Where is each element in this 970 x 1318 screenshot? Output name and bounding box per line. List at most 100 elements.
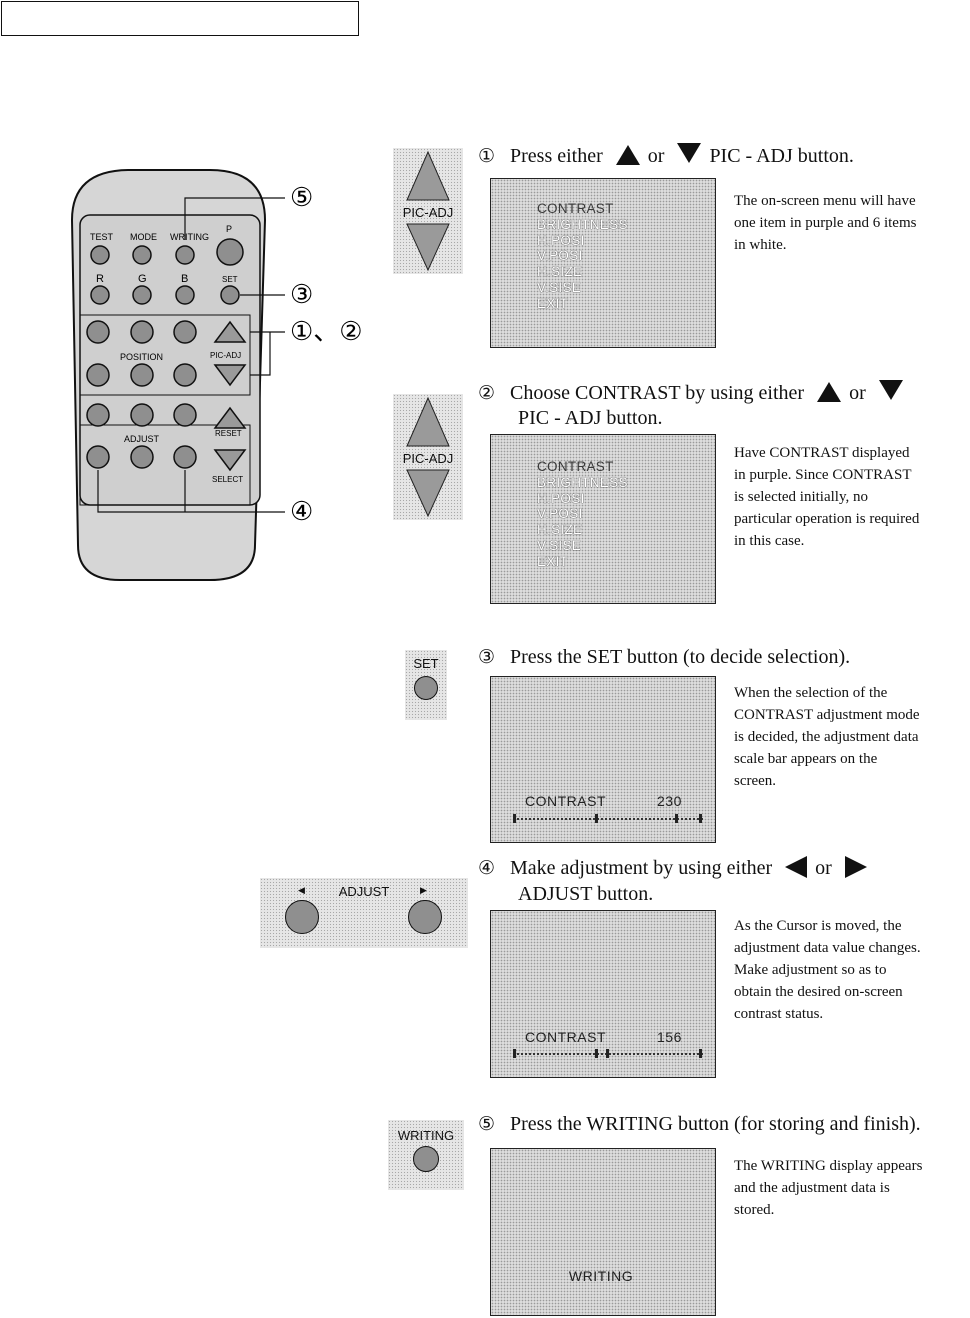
step-5-heading: ⑤ Press the WRITING button (for storing a… <box>478 1112 921 1137</box>
menu-item-hposi: H.POSI <box>537 490 585 506</box>
step-1-or: or <box>647 145 665 167</box>
adjust-left-icon: ◀ <box>298 885 305 895</box>
menu-item-contrast: CONTRAST <box>537 459 614 474</box>
step-2-desc-line: is selected initially, no <box>734 489 868 505</box>
remote-set-button <box>220 285 240 305</box>
step-2-menu: CONTRAST BRIGHTNESS H.POSI V.POSI H.SIZE… <box>537 459 628 570</box>
svg-text:P: P <box>226 224 232 234</box>
up-triangle-icon <box>615 145 640 165</box>
menu-item-brightness: BRIGHTNESS <box>537 474 628 490</box>
svg-text:B: B <box>181 273 188 285</box>
pic-adj-panel-1: PIC-ADJ <box>393 148 463 274</box>
down-triangle-icon <box>878 380 903 400</box>
menu-item-hsize: H.SIZE <box>537 264 583 280</box>
callout-1-2: ①、② <box>290 317 363 346</box>
scale-bar <box>513 818 703 820</box>
step-4-desc-line: As the Cursor is moved, the <box>734 918 902 934</box>
scale-cursor <box>674 814 678 823</box>
svg-text:MODE: MODE <box>130 232 157 242</box>
step-4-screen: CONTRAST 156 <box>490 910 716 1078</box>
step-2-description: Have CONTRAST displayed in purple. Since… <box>734 442 970 552</box>
step-3-desc-line: scale bar appears on the <box>734 751 878 767</box>
scale-label: CONTRAST <box>525 793 606 809</box>
step-5-screen: WRITING <box>490 1148 716 1316</box>
step-4-desc-line: obtain the desired on-screen <box>734 984 903 1000</box>
step-1-screen: CONTRAST BRIGHTNESS H.POSI V.POSI H.SIZE… <box>490 178 716 348</box>
menu-item-hposi: H.POSI <box>537 232 585 248</box>
menu-item-exit: EXIT <box>537 553 569 569</box>
step-2-desc-line: in this case. <box>734 533 805 549</box>
step-5-description: The WRITING display appears and the adju… <box>734 1155 970 1221</box>
remote-p-button <box>216 238 244 266</box>
step-2-desc-line: in purple. Since CONTRAST <box>734 467 912 483</box>
step-4-line2: ADJUST button. <box>518 883 654 905</box>
scale-center-tick <box>595 1049 598 1058</box>
scale-value: 230 <box>657 793 682 809</box>
scale-cursor <box>606 1049 609 1058</box>
menu-item-vsise: V.SISE <box>537 279 582 295</box>
remote-r-button <box>90 285 110 305</box>
step-1-desc-line: The on-screen menu will have <box>734 193 916 209</box>
adjust-left-button-illustration <box>285 900 319 934</box>
down-triangle-icon <box>677 143 702 163</box>
adjust-panel: ADJUST ◀ ▶ <box>260 878 468 948</box>
step-1-desc-line: in white. <box>734 237 787 253</box>
menu-item-contrast: CONTRAST <box>537 201 614 216</box>
writing-panel: WRITING <box>388 1120 464 1190</box>
step-5-title: Press the WRITING button (for storing an… <box>510 1113 921 1135</box>
scale-start-tick <box>513 1049 516 1058</box>
remote-mode-button <box>132 245 152 265</box>
remote-test-button <box>90 245 110 265</box>
writing-button-illustration <box>413 1146 439 1172</box>
menu-item-brightness: BRIGHTNESS <box>537 216 628 232</box>
step-3-screen: CONTRAST 230 <box>490 676 716 843</box>
svg-text:SELECT: SELECT <box>212 475 243 484</box>
step-1-tail: PIC - ADJ button. <box>709 145 854 167</box>
step-4-description: As the Cursor is moved, the adjustment d… <box>734 915 970 1025</box>
step-4-desc-line: Make adjustment so as to <box>734 962 887 978</box>
step-3-title: Press the SET button (to decide selectio… <box>510 646 851 668</box>
scale-value: 156 <box>657 1029 682 1045</box>
svg-text:WRITING: WRITING <box>170 232 209 242</box>
step-4-or: or <box>815 857 832 879</box>
step-4-desc-line: adjustment data value changes. <box>734 940 921 956</box>
step-3-description: When the selection of the CONTRAST adjus… <box>734 682 970 792</box>
menu-item-vposi: V.POSI <box>537 248 583 264</box>
scale-end-tick <box>699 1049 702 1058</box>
pic-adj-panel-2: PIC-ADJ <box>393 394 463 520</box>
set-label: SET <box>413 656 439 671</box>
menu-item-hsize: H.SIZE <box>537 522 583 538</box>
step-3-desc-line: When the selection of the <box>734 685 888 701</box>
step-2-number: ② <box>478 383 496 404</box>
menu-item-vsise: V.SISE <box>537 537 582 553</box>
pic-adj-label-1: PIC-ADJ <box>402 205 454 220</box>
svg-text:SET: SET <box>222 275 238 284</box>
step-5-number: ⑤ <box>478 1114 496 1135</box>
step-1-description: The on-screen menu will have one item in… <box>734 190 970 256</box>
step-2-desc-line: Have CONTRAST displayed <box>734 445 910 461</box>
svg-text:ADJUST: ADJUST <box>124 434 160 444</box>
svg-text:G: G <box>138 273 147 285</box>
remote-label-test: TEST <box>90 232 114 242</box>
step-4-title: Make adjustment by using either <box>510 857 773 879</box>
callout-5: ⑤ <box>290 183 313 212</box>
step-2-title: Choose CONTRAST by using either <box>510 382 805 404</box>
svg-text:PIC-ADJ: PIC-ADJ <box>210 351 241 360</box>
step-5-desc-line: The WRITING display appears <box>734 1158 923 1174</box>
step-5-desc-line: stored. <box>734 1202 775 1218</box>
step-1-menu: CONTRAST BRIGHTNESS H.POSI V.POSI H.SIZE… <box>537 201 628 312</box>
scale-center-tick <box>595 814 598 823</box>
step-3-desc-line: is decided, the adjustment data <box>734 729 919 745</box>
up-triangle-icon <box>817 382 842 402</box>
step-3-desc-line: CONTRAST adjustment mode <box>734 707 920 723</box>
svg-text:POSITION: POSITION <box>120 352 163 362</box>
header-box <box>1 1 359 36</box>
right-triangle-icon <box>844 856 867 878</box>
remote-writing-button <box>175 245 195 265</box>
writing-screen-text: WRITING <box>568 1268 634 1284</box>
set-panel: SET <box>405 650 447 720</box>
pic-adj-label-2: PIC-ADJ <box>402 451 454 466</box>
